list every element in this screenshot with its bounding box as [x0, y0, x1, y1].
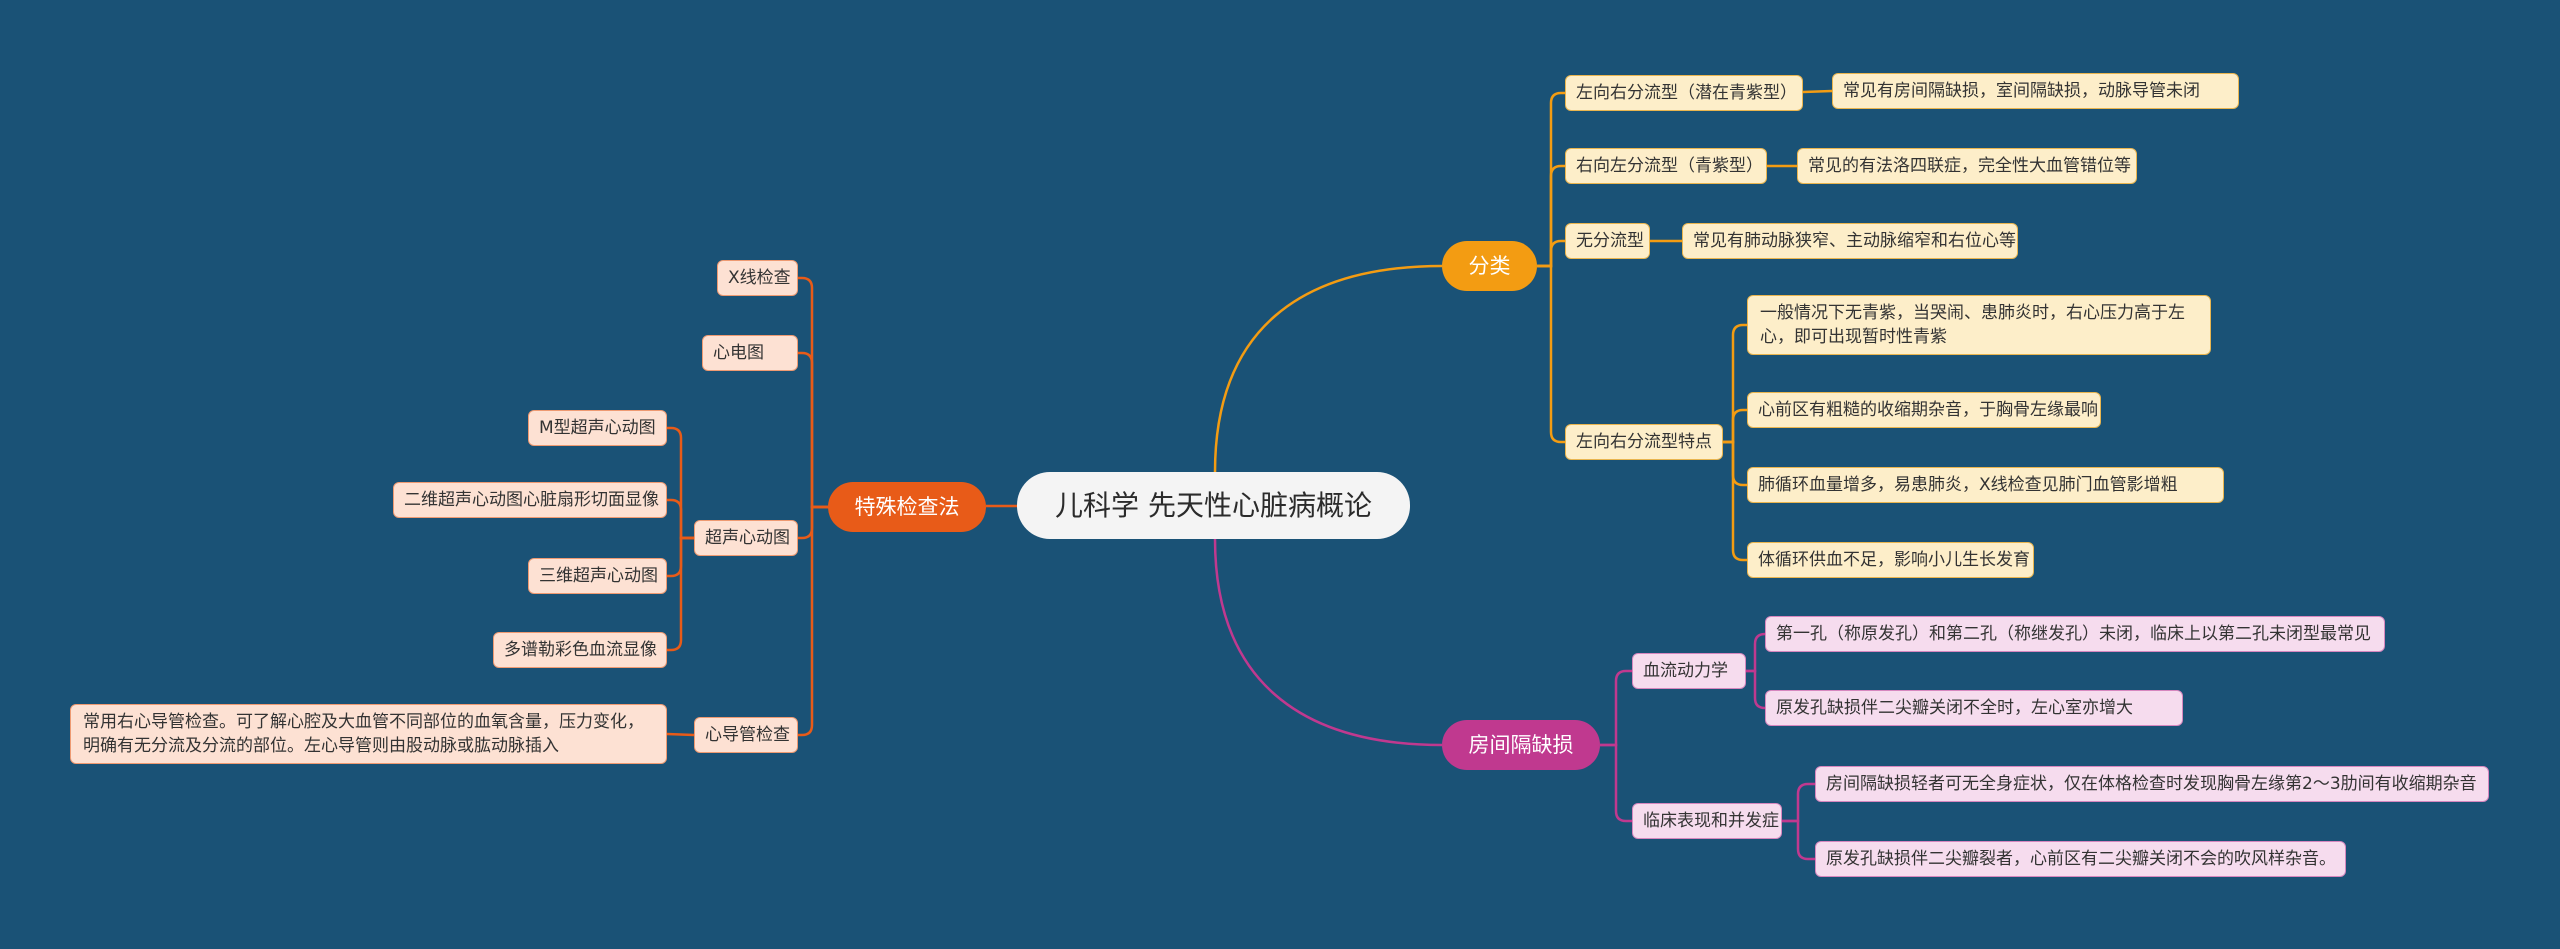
- connector-line: [798, 351, 828, 509]
- connector-line: [1537, 164, 1565, 268]
- feature-detail[interactable]: 体循环供血不足，影响小儿生长发育: [1747, 542, 2034, 578]
- connector-line: [1600, 743, 1632, 823]
- connector-line: [1746, 669, 1766, 710]
- echo-subitem[interactable]: M型超声心动图: [528, 410, 667, 446]
- echo-subitem[interactable]: 三维超声心动图: [528, 558, 667, 594]
- feature-detail[interactable]: 一般情况下无青紫，当哭闹、患肺炎时，右心压力高于左心，即可出现暂时性青紫: [1747, 295, 2211, 355]
- connector-line: [667, 426, 694, 540]
- exam-xray[interactable]: X线检查: [717, 260, 798, 296]
- connector-line: [798, 276, 828, 509]
- class-left-right-shunt-detail[interactable]: 常见有房间隔缺损，室间隔缺损，动脉导管未闭: [1832, 73, 2239, 109]
- connector-line: [1723, 323, 1747, 444]
- asd-hemodynamics[interactable]: 血流动力学: [1632, 653, 1746, 689]
- branch-special-exam[interactable]: 特殊检查法: [828, 482, 986, 532]
- asd-detail[interactable]: 原发孔缺损伴二尖瓣关闭不全时，左心室亦增大: [1765, 690, 2183, 726]
- class-no-shunt-detail[interactable]: 常见有肺动脉狭窄、主动脉缩窄和右位心等: [1682, 223, 2018, 259]
- echo-subitem[interactable]: 多谱勒彩色血流显像: [493, 632, 667, 668]
- class-no-shunt[interactable]: 无分流型: [1565, 223, 1650, 259]
- asd-detail[interactable]: 第一孔（称原发孔）和第二孔（称继发孔）未闭，临床上以第二孔未闭型最常见: [1765, 616, 2385, 652]
- connector-line: [1537, 239, 1565, 268]
- connector-line: [1213, 264, 1443, 473]
- connector-line: [1537, 264, 1565, 444]
- branch-atrial-septal-defect[interactable]: 房间隔缺损: [1442, 720, 1600, 770]
- connector-line: [1746, 632, 1766, 673]
- branch-classification[interactable]: 分类: [1442, 241, 1537, 291]
- asd-clinical[interactable]: 临床表现和并发症: [1632, 803, 1782, 839]
- connector-line: [1537, 91, 1565, 268]
- asd-detail[interactable]: 房间隔缺损轻者可无全身症状，仅在体格检查时发现胸骨左缘第2～3肋间有收缩期杂音: [1815, 766, 2489, 802]
- class-left-right-features[interactable]: 左向右分流型特点: [1565, 424, 1723, 460]
- asd-detail[interactable]: 原发孔缺损伴二尖瓣裂者，心前区有二尖瓣关闭不会的吹风样杂音。: [1815, 841, 2346, 877]
- class-left-right-shunt[interactable]: 左向右分流型（潜在青紫型）: [1565, 75, 1803, 111]
- connector-line: [1782, 782, 1815, 823]
- connector-line: [666, 732, 695, 737]
- feature-detail[interactable]: 肺循环血量增多，易患肺炎，X线检查见肺门血管影增粗: [1747, 467, 2224, 503]
- feature-detail[interactable]: 心前区有粗糙的收缩期杂音，于胸骨左缘最响: [1747, 392, 2101, 428]
- connector-line: [798, 505, 828, 737]
- connector-line: [1802, 89, 1833, 94]
- echo-subitem[interactable]: 二维超声心动图心脏扇形切面显像: [393, 482, 667, 518]
- catheterization-detail[interactable]: 常用右心导管检查。可了解心腔及大血管不同部位的血氧含量，压力变化，明确有无分流及…: [70, 704, 667, 764]
- connector-line: [1782, 819, 1815, 861]
- connector-line: [1723, 408, 1747, 444]
- connector-line: [1600, 669, 1632, 747]
- exam-ecg[interactable]: 心电图: [702, 335, 798, 371]
- connector-line: [667, 536, 694, 652]
- class-right-left-shunt-detail[interactable]: 常见的有法洛四联症，完全性大血管错位等: [1797, 148, 2137, 184]
- connector-line: [1723, 440, 1747, 562]
- connector-line: [1213, 538, 1443, 747]
- class-right-left-shunt[interactable]: 右向左分流型（青紫型）: [1565, 148, 1767, 184]
- exam-catheterization[interactable]: 心导管检查: [694, 717, 798, 753]
- exam-echocardiogram[interactable]: 超声心动图: [694, 520, 798, 556]
- central-topic[interactable]: 儿科学 先天性心脏病概论: [1017, 472, 1410, 539]
- connector-line: [1723, 440, 1747, 487]
- connector-line: [667, 498, 694, 540]
